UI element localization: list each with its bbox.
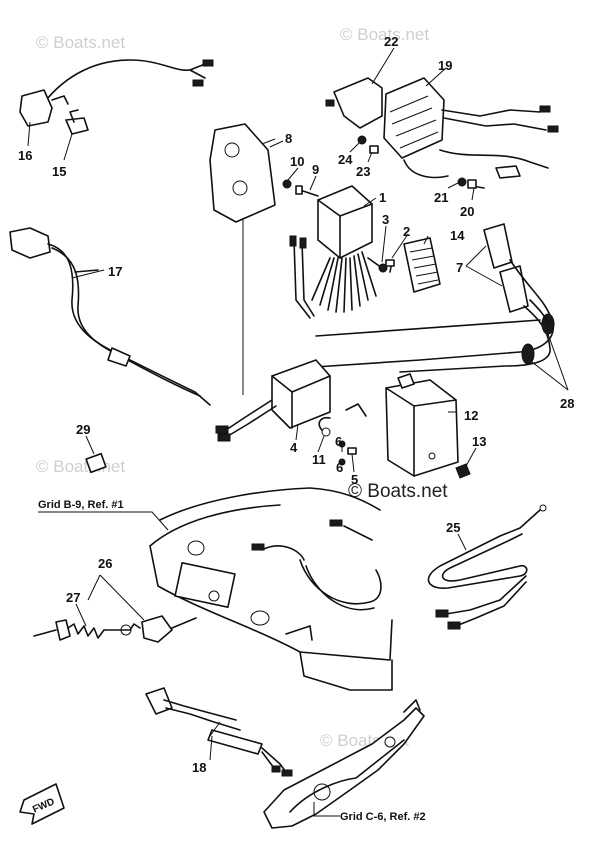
part-19-rectifier (383, 77, 559, 179)
part-5-screw (345, 403, 367, 455)
callout-2: 2 (403, 224, 410, 239)
part-8-bracket (209, 123, 284, 223)
part-15-plug (65, 109, 89, 135)
callout-13: 13 (472, 434, 486, 449)
callout-6-lower: 6 (336, 460, 343, 475)
callout-16: 16 (18, 148, 32, 163)
callout-23: 23 (356, 164, 370, 179)
part-12-box (385, 373, 459, 477)
grid-ref-top: Grid B-9, Ref. #1 (38, 499, 124, 511)
callout-25: 25 (446, 520, 460, 535)
callout-4: 4 (290, 440, 298, 455)
part-10-washer (282, 179, 292, 189)
callout-8: 8 (285, 131, 292, 146)
callout-10: 10 (290, 154, 304, 169)
callout-labels: 1 2 3 4 5 6 7 8 9 10 11 12 13 14 15 16 1… (18, 34, 574, 775)
callout-19: 19 (438, 58, 452, 73)
part-7-plug-caps (299, 223, 555, 373)
leader-lines (27, 47, 569, 817)
watermark-center: © Boats.net (348, 481, 448, 502)
bottom-cowling (149, 487, 393, 691)
callout-5: 5 (351, 472, 358, 487)
part-23-screw (369, 145, 379, 154)
callout-17: 17 (108, 264, 122, 279)
callout-9: 9 (312, 162, 319, 177)
part-27-spring (33, 619, 141, 641)
callout-27: 27 (66, 590, 80, 605)
forward-direction-marker: FWD (19, 783, 65, 825)
part-16-switch-assembly (19, 59, 214, 127)
part-20-screw (467, 179, 485, 189)
part-14-terminal-block (403, 237, 441, 293)
callout-21: 21 (434, 190, 448, 205)
watermark-mid-left: © Boats.net (36, 457, 125, 476)
part-25-cable (427, 504, 547, 630)
cowling-harness-wire (251, 519, 382, 611)
steering-bracket (263, 699, 425, 829)
callout-14: 14 (450, 228, 465, 243)
part-26-plug (120, 615, 197, 643)
callout-1: 1 (379, 190, 386, 205)
callout-7: 7 (456, 260, 463, 275)
callout-28: 28 (560, 396, 574, 411)
part-21-washer (457, 177, 467, 187)
callout-15: 15 (52, 164, 66, 179)
part-11-clip (318, 416, 331, 437)
callout-6-upper: 6 (335, 434, 342, 449)
callout-29: 29 (76, 422, 90, 437)
part-22-bracket (325, 77, 383, 129)
part-13-nut (455, 463, 471, 479)
grid-ref-bottom: Grid C-6, Ref. #2 (340, 811, 426, 823)
part-2-screw (385, 259, 395, 273)
part-18-lead (145, 687, 293, 777)
part-3-bolt (367, 257, 388, 273)
part-29-sleeve (85, 452, 107, 474)
callout-22: 22 (384, 34, 398, 49)
part-4-ignition-coil (215, 359, 331, 442)
callout-18: 18 (192, 760, 206, 775)
watermark-top-right: © Boats.net (340, 25, 429, 44)
callout-26: 26 (98, 556, 112, 571)
callout-11: 11 (312, 452, 326, 467)
part-1-cdi-unit (289, 185, 377, 319)
part-17-cable (9, 227, 211, 406)
callout-24: 24 (338, 152, 353, 167)
callout-3: 3 (382, 212, 389, 227)
part-9-screw (295, 185, 319, 197)
watermark-top-left: © Boats.net (36, 33, 125, 52)
callout-12: 12 (464, 408, 478, 423)
callout-20: 20 (460, 204, 474, 219)
